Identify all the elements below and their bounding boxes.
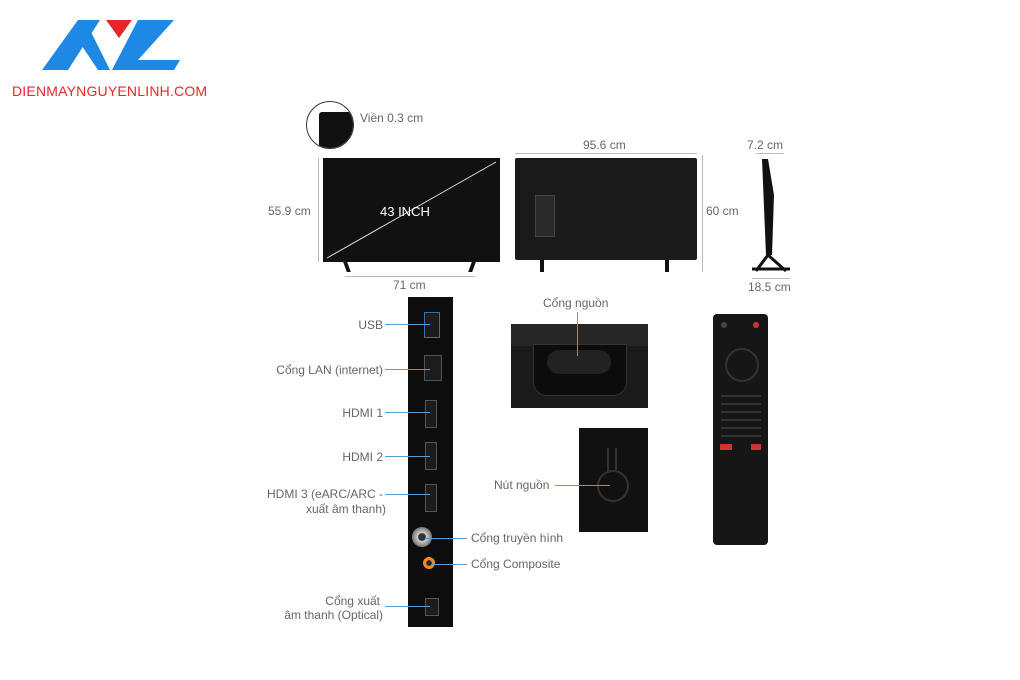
power-button-label: Nút nguồn: [494, 478, 550, 492]
back-port-panel: [535, 195, 555, 237]
composite-leader: [432, 564, 467, 565]
hdmi1-label: HDMI 1: [342, 406, 383, 420]
lan-port: [424, 355, 442, 381]
remote-control: [713, 314, 768, 545]
back-width-line: [515, 153, 697, 154]
stand-depth: 18.5 cm: [748, 280, 791, 294]
usb-label: USB: [358, 318, 383, 332]
hdmi3-label-1: HDMI 3 (eARC/ARC -: [266, 487, 383, 501]
optical-leader: [385, 606, 430, 607]
power-socket-label: Cổng nguồn: [543, 296, 609, 310]
back-stand-left: [540, 260, 544, 272]
width-dim-line: [345, 276, 475, 277]
antenna-port: [412, 527, 432, 547]
optical-label-2: âm thanh (Optical): [284, 608, 383, 622]
antenna-leader: [425, 538, 467, 539]
power-button-photo: [579, 428, 648, 532]
back-height-line: [702, 155, 703, 272]
screen-size: 43 INCH: [380, 204, 430, 219]
back-height: 60 cm: [706, 204, 739, 218]
lan-label: Cổng LAN (internet): [276, 363, 383, 377]
antenna-label: Cổng truyền hình: [471, 531, 564, 545]
brand-website: DIENMAYNGUYENLINH.COM: [12, 83, 208, 99]
power-socket-leader: [577, 312, 578, 356]
back-stand-right: [665, 260, 669, 272]
composite-port: [423, 557, 435, 569]
stand-right: [468, 262, 476, 272]
hdmi3-leader: [385, 494, 430, 495]
side-depth: 7.2 cm: [747, 138, 784, 152]
usb-port: [424, 312, 440, 338]
bezel-magnifier: [306, 101, 354, 149]
hdmi1-port: [425, 400, 437, 428]
stand-depth-line: [752, 278, 790, 279]
usb-leader: [385, 324, 430, 325]
lan-leader: [385, 369, 430, 370]
power-button-leader: [555, 485, 610, 486]
diagonal-line: [326, 161, 497, 259]
hdmi1-leader: [385, 412, 430, 413]
optical-label-1: Cổng xuất: [325, 594, 380, 608]
hdmi3-port: [425, 484, 437, 512]
bezel-label: Viền 0.3 cm: [360, 111, 424, 125]
hdmi2-leader: [385, 456, 430, 457]
power-socket-photo: [511, 324, 648, 408]
hdmi2-label: HDMI 2: [342, 450, 383, 464]
front-width: 71 cm: [393, 278, 426, 292]
height-dim-line: [318, 158, 319, 262]
side-depth-line: [756, 153, 784, 154]
tv-side: [752, 159, 790, 273]
brand-logo: [38, 18, 188, 74]
optical-port: [425, 598, 439, 616]
stand-left: [343, 262, 351, 272]
front-height: 55.9 cm: [268, 204, 311, 218]
back-width: 95.6 cm: [583, 138, 626, 152]
composite-label: Cổng Composite: [471, 557, 561, 571]
hdmi3-label-2: xuất âm thanh): [305, 502, 386, 516]
